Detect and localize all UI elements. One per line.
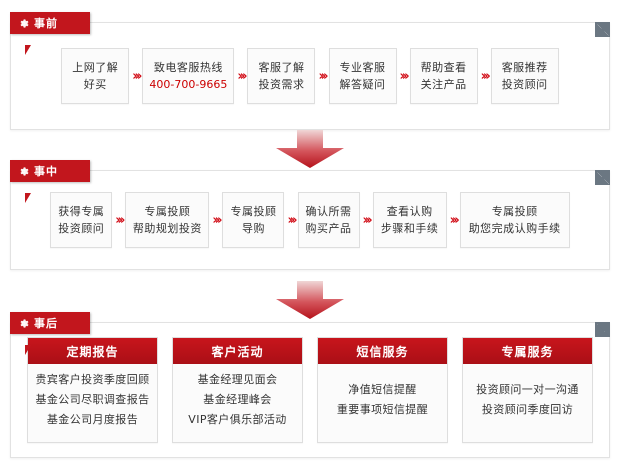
service-item: 基金经理见面会 [197,373,278,386]
section-tab-after[interactable]: 事后 [10,312,90,334]
service-card[interactable]: 短信服务 净值短信提醒 重要事项短信提醒 [317,337,448,443]
service-item: 基金经理峰会 [203,393,272,406]
chevron-separator-icon: ››› [318,68,328,84]
service-card-title: 专属服务 [463,338,592,364]
flow-node[interactable]: 确认所需 购买产品 [297,192,360,248]
flow-node[interactable]: 客服推荐 投资顾问 [490,48,559,104]
service-item: 净值短信提醒 [348,383,417,396]
corner-fold-icon [595,170,610,185]
section-tab-before[interactable]: 事前 [10,12,90,34]
node-line: 步骤和手续 [380,222,439,235]
node-line: 专属投顾 [230,205,277,218]
section-tab-label: 事前 [34,16,58,30]
node-line: 客服推荐 [501,61,548,74]
tab-pointer-icon [25,193,31,203]
node-line: 帮助规划投资 [132,222,202,235]
gear-icon [20,18,29,28]
chevron-separator-icon: ››› [132,68,142,84]
chevron-separator-icon: ››› [212,212,222,228]
flow-row-before: 上网了解 好买 ››› 致电客服热线 400-700-9665 ››› 客服了解… [11,23,609,129]
flow-node[interactable]: 专业客服 解答疑问 [328,48,397,104]
flow-row-during: 获得专属 投资顾问 ››› 专属投顾 帮助规划投资 ››› 专属投顾 导购 ››… [11,171,609,269]
node-line: 客服了解 [258,61,305,74]
node-line: 专业客服 [339,61,386,74]
corner-fold-icon [595,322,610,337]
gear-icon [20,318,29,328]
node-line: 帮助查看 [420,61,467,74]
chevron-separator-icon: ››› [362,212,373,228]
flow-node[interactable]: 查看认购 步骤和手续 [372,192,447,248]
flow-node[interactable]: 上网了解 好买 [61,48,130,104]
node-line: 致电客服热线 [153,61,223,74]
service-card-body: 贵宾客户投资季度回顾 基金公司尽职调查报告 基金公司月度报告 [28,364,157,442]
flow-node[interactable]: 帮助查看 关注产品 [409,48,478,104]
chevron-separator-icon: ››› [287,212,297,228]
service-item: 基金公司尽职调查报告 [35,393,150,406]
node-line: 获得专属 [58,205,105,218]
flow-node[interactable]: 专属投顾 助您完成认购手续 [459,192,570,248]
service-item: VIP客户俱乐部活动 [188,413,287,426]
flow-node[interactable]: 专属投顾 帮助规划投资 [125,192,210,248]
flow-node[interactable]: 获得专属 投资顾问 [50,192,113,248]
node-line: 查看认购 [386,205,433,218]
service-item: 投资顾问季度回访 [481,403,574,416]
node-line: 投资顾问 [501,78,548,91]
node-line: 投资顾问 [58,222,105,235]
section-panel-after: 事后 定期报告 贵宾客户投资季度回顾 基金公司尽职调查报告 基金公司月度报告 客… [10,312,610,458]
service-card-body: 基金经理见面会 基金经理峰会 VIP客户俱乐部活动 [173,364,302,442]
section-tab-during[interactable]: 事中 [10,160,90,182]
service-card[interactable]: 客户活动 基金经理见面会 基金经理峰会 VIP客户俱乐部活动 [172,337,303,443]
hotline-number: 400-700-9665 [149,78,228,91]
service-item: 重要事项短信提醒 [336,403,429,416]
chevron-separator-icon: ››› [449,212,460,228]
flow-node[interactable]: 致电客服热线 400-700-9665 [142,48,235,104]
chevron-separator-icon: ››› [237,68,247,84]
service-card[interactable]: 定期报告 贵宾客户投资季度回顾 基金公司尽职调查报告 基金公司月度报告 [27,337,158,443]
service-card[interactable]: 专属服务 投资顾问一对一沟通 投资顾问季度回访 [462,337,593,443]
tab-pointer-icon [25,345,31,355]
service-item: 基金公司月度报告 [46,413,139,426]
service-card-title: 短信服务 [318,338,447,364]
service-item: 投资顾问一对一沟通 [476,383,579,396]
down-arrow-icon [276,130,344,168]
section-tab-label: 事后 [34,316,58,330]
node-line: 上网了解 [72,61,119,74]
node-line: 专属投顾 [491,205,538,218]
node-line: 专属投顾 [144,205,191,218]
chevron-separator-icon: ››› [399,68,410,84]
section-tab-label: 事中 [34,164,58,178]
node-line: 好买 [83,78,107,91]
service-card-title: 客户活动 [173,338,302,364]
node-line: 助您完成认购手续 [468,222,561,235]
node-line: 购买产品 [305,222,352,235]
service-card-body: 净值短信提醒 重要事项短信提醒 [318,364,447,442]
node-line: 导购 [241,222,265,235]
node-line: 解答疑问 [339,78,386,91]
flow-node[interactable]: 客服了解 投资需求 [247,48,316,104]
chevron-separator-icon: ››› [480,68,491,84]
gear-icon [20,166,29,176]
down-arrow-icon [276,281,344,319]
service-card-grid: 定期报告 贵宾客户投资季度回顾 基金公司尽职调查报告 基金公司月度报告 客户活动… [11,323,609,457]
flow-node[interactable]: 专属投顾 导购 [222,192,285,248]
service-item: 贵宾客户投资季度回顾 [35,373,150,386]
node-line: 关注产品 [420,78,467,91]
section-panel-during: 事中 获得专属 投资顾问 ››› 专属投顾 帮助规划投资 ››› 专属投顾 导购 [10,160,610,270]
chevron-separator-icon: ››› [115,212,125,228]
service-card-title: 定期报告 [28,338,157,364]
service-card-body: 投资顾问一对一沟通 投资顾问季度回访 [463,364,592,442]
corner-fold-icon [595,22,610,37]
node-line: 确认所需 [305,205,352,218]
node-line: 投资需求 [258,78,305,91]
section-panel-before: 事前 上网了解 好买 ››› 致电客服热线 400-700-9665 ››› 客… [10,12,610,130]
tab-pointer-icon [25,45,31,55]
